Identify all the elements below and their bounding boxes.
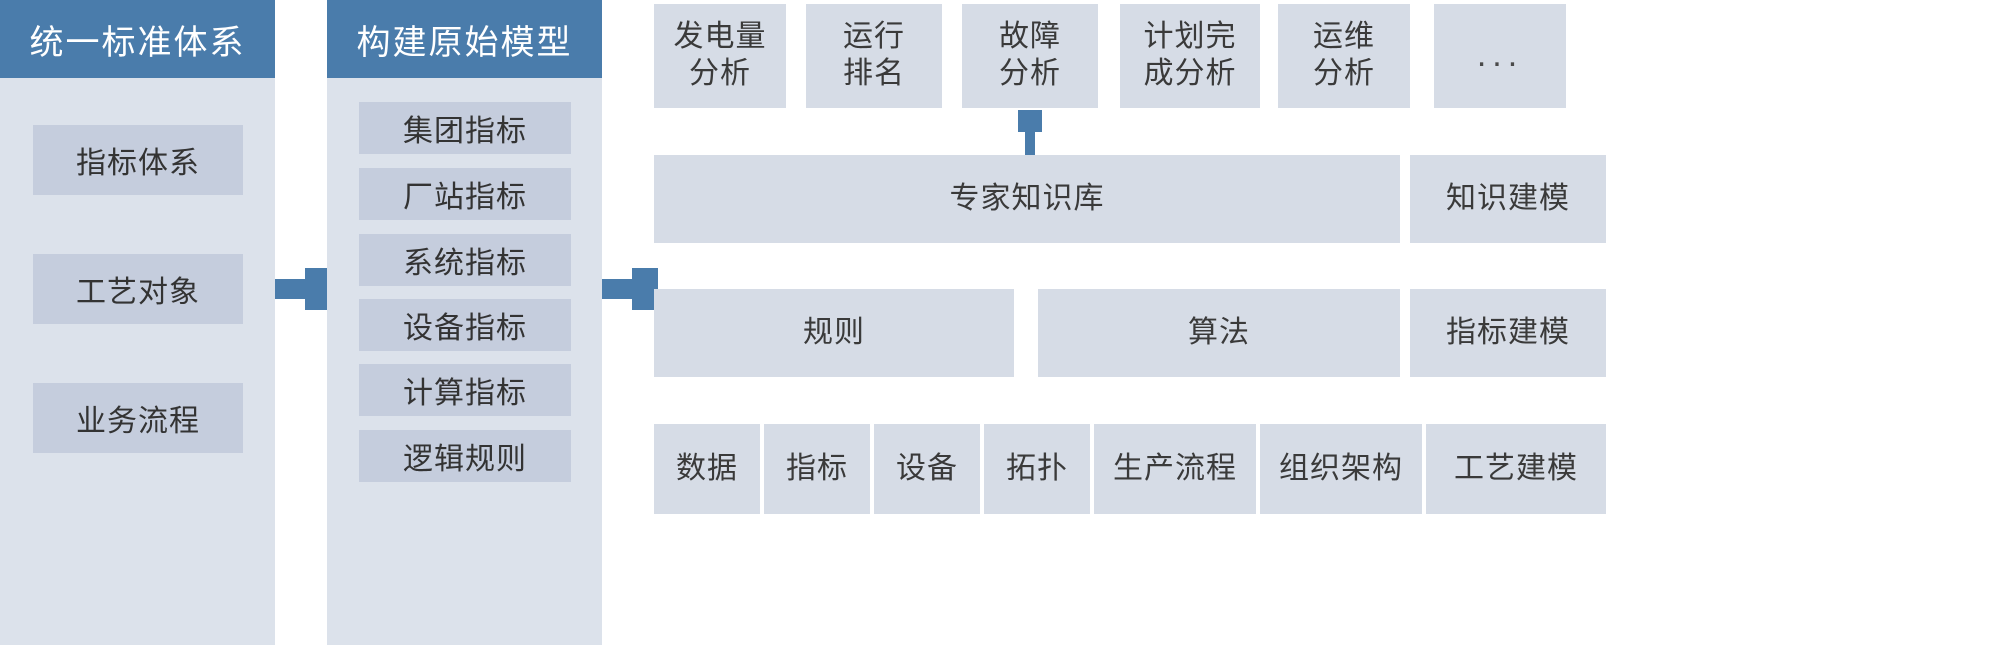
tile-power-generation-analysis[interactable]: 发电量 分析 [654, 4, 786, 108]
tile-fault-analysis[interactable]: 故障 分析 [962, 4, 1098, 108]
tile-rules[interactable]: 规则 [654, 289, 1014, 377]
arrow-shaft [602, 279, 636, 299]
tile-equipment[interactable]: 设备 [874, 424, 980, 514]
chip-process-object[interactable]: 工艺对象 [33, 254, 243, 324]
arrow-analysis-to-knowledge-base [1018, 110, 1042, 164]
tile-algorithms[interactable]: 算法 [1038, 289, 1400, 377]
chip-calculated-indicator[interactable]: 计算指标 [359, 364, 571, 416]
tile-operation-ranking[interactable]: 运行 排名 [806, 4, 942, 108]
tile-more-ellipsis[interactable]: ... [1434, 4, 1566, 108]
chip-group-indicator[interactable]: 集团指标 [359, 102, 571, 154]
tile-operation-maintenance-analysis[interactable]: 运维 分析 [1278, 4, 1410, 108]
tile-production-process[interactable]: 生产流程 [1094, 424, 1256, 514]
tile-indicator[interactable]: 指标 [764, 424, 870, 514]
tile-topology[interactable]: 拓扑 [984, 424, 1090, 514]
arrow-shaft [275, 279, 309, 299]
arrow-head [632, 268, 658, 310]
panel-build-original-model: 构建原始模型 集团指标 厂站指标 系统指标 设备指标 计算指标 逻辑规则 [327, 0, 602, 645]
panel-title-build-original-model: 构建原始模型 [327, 0, 602, 78]
chip-plant-indicator[interactable]: 厂站指标 [359, 168, 571, 220]
tile-plan-completion-analysis[interactable]: 计划完 成分析 [1120, 4, 1260, 108]
panel-title-unified-standard-system: 统一标准体系 [0, 0, 275, 78]
tile-data[interactable]: 数据 [654, 424, 760, 514]
tile-process-modeling[interactable]: 工艺建模 [1426, 424, 1606, 514]
tile-indicator-modeling[interactable]: 指标建模 [1410, 289, 1606, 377]
arrow-standard-to-model [275, 268, 331, 310]
arrow-model-to-knowledge [602, 268, 658, 310]
chip-indicator-system[interactable]: 指标体系 [33, 125, 243, 195]
arrow-head [1018, 110, 1042, 132]
tile-expert-knowledge-base[interactable]: 专家知识库 [654, 155, 1400, 243]
chip-system-indicator[interactable]: 系统指标 [359, 234, 571, 286]
arrow-head [305, 268, 331, 310]
chip-logic-rule[interactable]: 逻辑规则 [359, 430, 571, 482]
chip-device-indicator[interactable]: 设备指标 [359, 299, 571, 351]
panel-unified-standard-system: 统一标准体系 指标体系 工艺对象 业务流程 [0, 0, 275, 645]
tile-organization-structure[interactable]: 组织架构 [1260, 424, 1422, 514]
tile-knowledge-modeling[interactable]: 知识建模 [1410, 155, 1606, 243]
chip-business-process[interactable]: 业务流程 [33, 383, 243, 453]
arrow-shaft [1025, 124, 1035, 164]
